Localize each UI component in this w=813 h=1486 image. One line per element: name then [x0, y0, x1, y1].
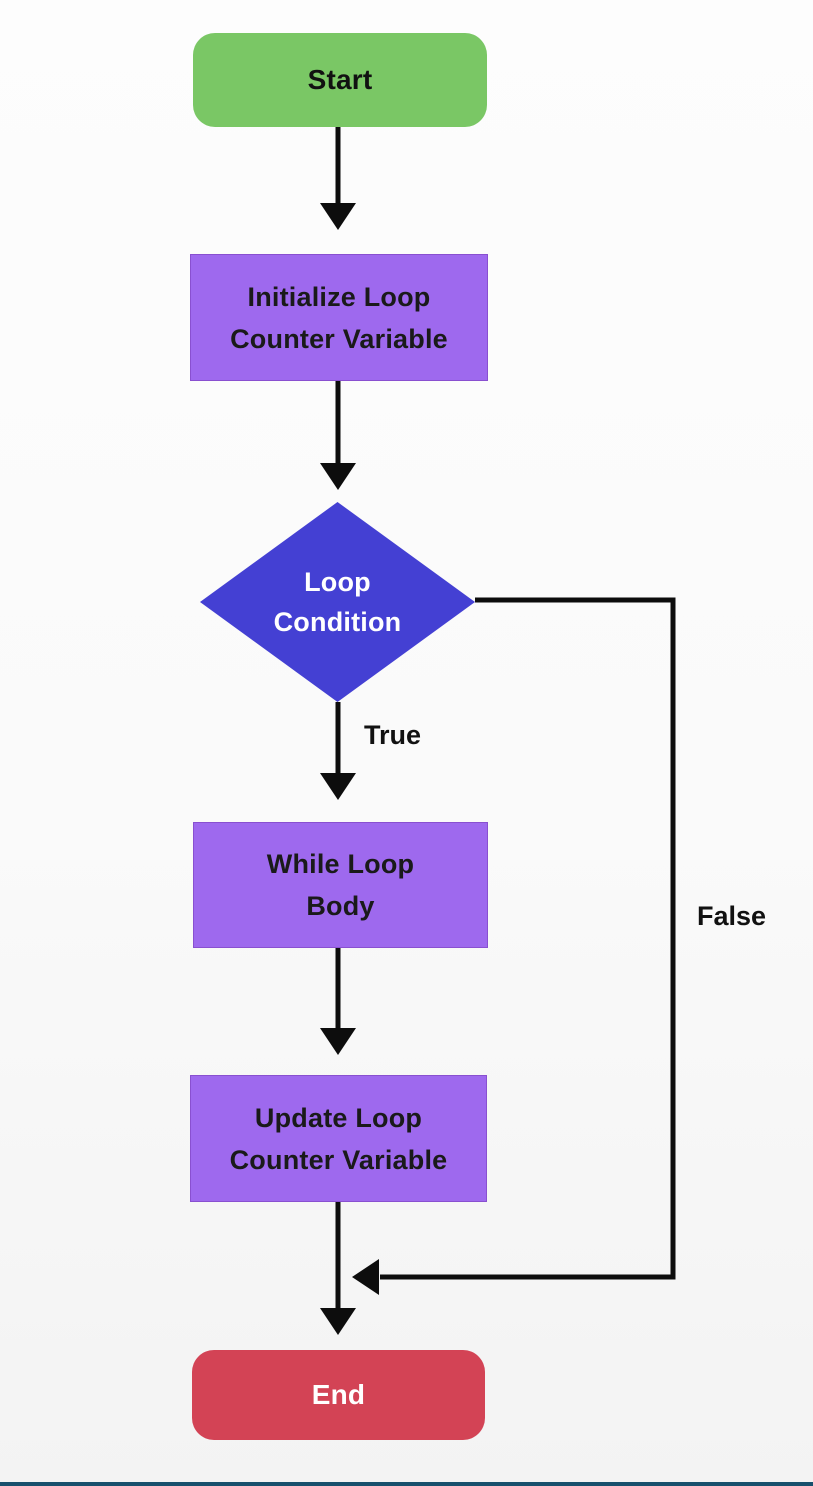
edge-label-true: True: [364, 720, 422, 750]
edge-condition-end-false: [352, 597, 676, 1295]
node-end-label: End: [311, 1379, 366, 1410]
node-while-loop-body-line1: While Loop: [266, 849, 415, 879]
edge-init-condition: [320, 381, 356, 490]
edge-body-update: [320, 948, 356, 1055]
node-loop-condition-line2: Condition: [273, 607, 402, 637]
edge-update-end: [320, 1202, 356, 1335]
node-initialize-counter-line2: Counter Variable: [230, 323, 448, 354]
edge-condition-body-true: [320, 702, 356, 800]
node-loop-condition-line1: Loop: [304, 567, 371, 597]
node-while-loop-body-line2: Body: [306, 891, 375, 921]
node-initialize-counter-line1: Initialize Loop: [247, 281, 431, 312]
node-end: End: [192, 1350, 485, 1440]
node-start: Start: [193, 33, 487, 127]
edge-start-init: [320, 127, 356, 230]
node-update-counter: Update Loop Counter Variable: [190, 1075, 487, 1202]
edge-label-false: False: [697, 901, 767, 931]
node-update-counter-line2: Counter Variable: [229, 1144, 448, 1175]
bottom-border: [0, 1482, 813, 1486]
node-update-counter-line1: Update Loop: [254, 1102, 423, 1133]
node-while-loop-body: While Loop Body: [193, 822, 488, 948]
node-initialize-counter: Initialize Loop Counter Variable: [190, 254, 488, 381]
node-start-label: Start: [307, 64, 373, 95]
